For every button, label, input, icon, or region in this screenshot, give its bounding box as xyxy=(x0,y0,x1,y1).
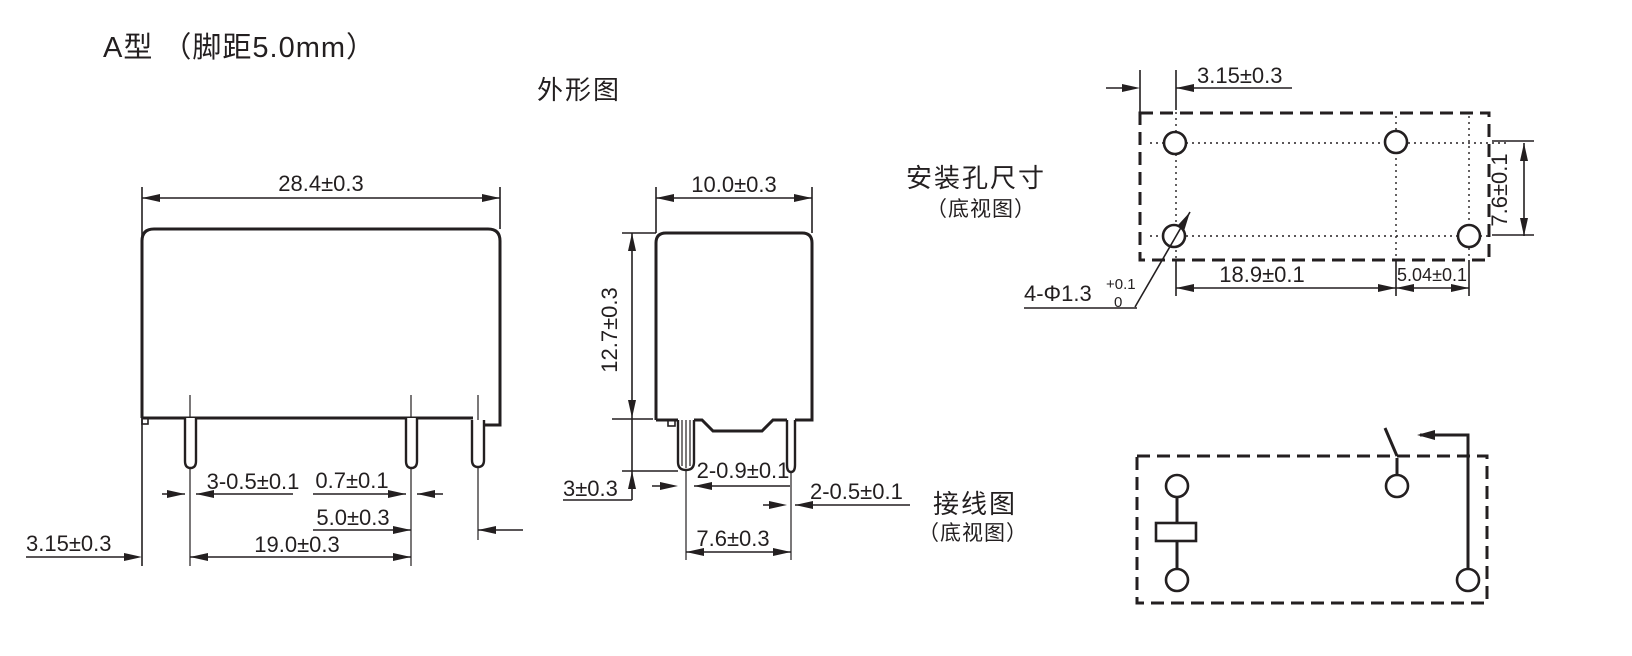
mounting-hole xyxy=(1383,129,1409,155)
mounting-view-label: 安装孔尺寸 xyxy=(906,163,1046,193)
front-dim-pin-offset: 0.7±0.1 xyxy=(315,468,388,493)
wiring-outline xyxy=(1135,454,1489,605)
mounting-view-sublabel: （底视图） xyxy=(926,198,1036,221)
mounting-centerlines-vertical xyxy=(1175,112,1470,260)
relay-body-side xyxy=(654,231,814,422)
arrowhead xyxy=(142,194,160,202)
front-body-notch xyxy=(141,417,149,425)
wiring-view-sublabel: （底视图） xyxy=(918,522,1028,545)
front-view: 28.4±0.3 3-0.5±0.1 0.7±0.1 5.0±0.3 19.0±… xyxy=(26,171,523,566)
relay-body-front xyxy=(140,227,502,427)
hole-callout-text: 4-Φ1.3 xyxy=(1024,281,1092,306)
contact-blade xyxy=(1383,427,1399,475)
arrowhead xyxy=(1378,284,1396,292)
arrowhead xyxy=(417,490,435,498)
hole-callout-sub: 0 xyxy=(1114,294,1122,311)
front-dim-edge-to-pin: 3.15±0.3 xyxy=(26,531,111,556)
arrowhead xyxy=(393,526,411,534)
mounting-hole xyxy=(1456,223,1482,249)
side-dim-height: 12.7±0.3 xyxy=(597,287,622,372)
side-dim-contact-pin-width: 2-0.5±0.1 xyxy=(810,479,903,504)
arrowhead xyxy=(388,490,406,498)
hole-callout-leader xyxy=(1134,211,1191,308)
contact-terminal-fixed xyxy=(1384,473,1410,499)
arrowhead xyxy=(694,482,712,490)
hole-callout-sup: +0.1 xyxy=(1106,276,1136,293)
arrowhead xyxy=(656,194,674,202)
front-dim-pin-pitch: 5.0±0.3 xyxy=(316,505,389,530)
arrowhead xyxy=(1396,284,1414,292)
mounting-hole-view: 安装孔尺寸 （底视图） 3.15±0.3 7. xyxy=(906,63,1534,311)
mounting-outline xyxy=(1138,111,1491,262)
arrowhead xyxy=(628,471,636,489)
arrowhead xyxy=(478,526,496,534)
arrowhead xyxy=(1176,84,1194,92)
side-body-notch xyxy=(667,419,676,427)
coil-terminal-top xyxy=(1164,473,1190,499)
contact-symbol xyxy=(1383,427,1481,593)
outline-view-label: 外形图 xyxy=(537,75,621,105)
coil-body xyxy=(1154,521,1198,543)
arrowhead xyxy=(1122,84,1140,92)
side-dim-width: 10.0±0.3 xyxy=(691,172,776,197)
arrowhead xyxy=(686,548,704,556)
mounting-ext-right xyxy=(1492,140,1534,236)
side-bottom-profile xyxy=(694,418,787,433)
coil-terminal-bottom xyxy=(1164,567,1190,593)
arrowhead xyxy=(1451,284,1469,292)
front-dim-pin-span: 19.0±0.3 xyxy=(254,532,339,557)
arrowhead xyxy=(124,553,142,561)
arrowhead xyxy=(1176,284,1194,292)
mounting-dim-row-spacing: 7.6±0.1 xyxy=(1487,153,1512,226)
front-pin-right xyxy=(470,420,486,469)
arrowhead xyxy=(794,194,812,202)
mounting-hole xyxy=(1161,223,1187,249)
coil-symbol xyxy=(1154,473,1198,593)
front-dim-pin-width: 3-0.5±0.1 xyxy=(207,469,300,494)
mounting-ext-bottom xyxy=(1175,260,1470,296)
mounting-dim-hole-span: 18.9±0.1 xyxy=(1219,262,1304,287)
arrowhead xyxy=(1177,212,1190,230)
arrowhead xyxy=(1520,218,1528,236)
front-pin-middle xyxy=(404,418,419,470)
front-dim-width: 28.4±0.3 xyxy=(278,171,363,196)
mounting-dim-edge-to-hole: 3.15±0.3 xyxy=(1197,63,1282,88)
arrowhead xyxy=(628,400,636,418)
arrowhead xyxy=(660,482,678,490)
contact-terminal-common xyxy=(1455,567,1481,593)
side-view: 10.0±0.3 12.7±0.3 3±0.3 2-0.9±0.1 2-0.5±… xyxy=(563,172,910,560)
wiring-view-label: 接线图 xyxy=(933,489,1017,519)
page-title: A型 （脚距5.0mm） xyxy=(103,31,376,64)
arrowhead xyxy=(769,501,787,509)
arrowhead xyxy=(196,490,214,498)
wiring-diagram-view: 接线图 （底视图） xyxy=(918,427,1489,605)
arrowhead xyxy=(1520,143,1528,161)
front-pin-left xyxy=(183,418,198,470)
mounting-dim-hole-offset: 5.04±0.1 xyxy=(1397,265,1467,285)
side-dim-pin-length: 3±0.3 xyxy=(563,476,618,501)
side-dim-coil-pin-width: 2-0.9±0.1 xyxy=(697,458,790,483)
arrowhead xyxy=(628,233,636,251)
contact-armature xyxy=(1420,433,1470,569)
side-pin-coil-ribs xyxy=(681,420,691,468)
arrowhead xyxy=(167,490,185,498)
arrowhead xyxy=(482,194,500,202)
side-dim-pin-spacing: 7.6±0.3 xyxy=(696,526,769,551)
mounting-ext-top xyxy=(1139,70,1177,113)
arrowhead xyxy=(773,548,791,556)
side-pin-contact xyxy=(785,420,797,474)
arrowhead xyxy=(795,501,813,509)
arrowhead xyxy=(393,553,411,561)
arrowhead xyxy=(1417,430,1435,440)
mounting-hole xyxy=(1162,130,1188,156)
arrowhead xyxy=(190,553,208,561)
